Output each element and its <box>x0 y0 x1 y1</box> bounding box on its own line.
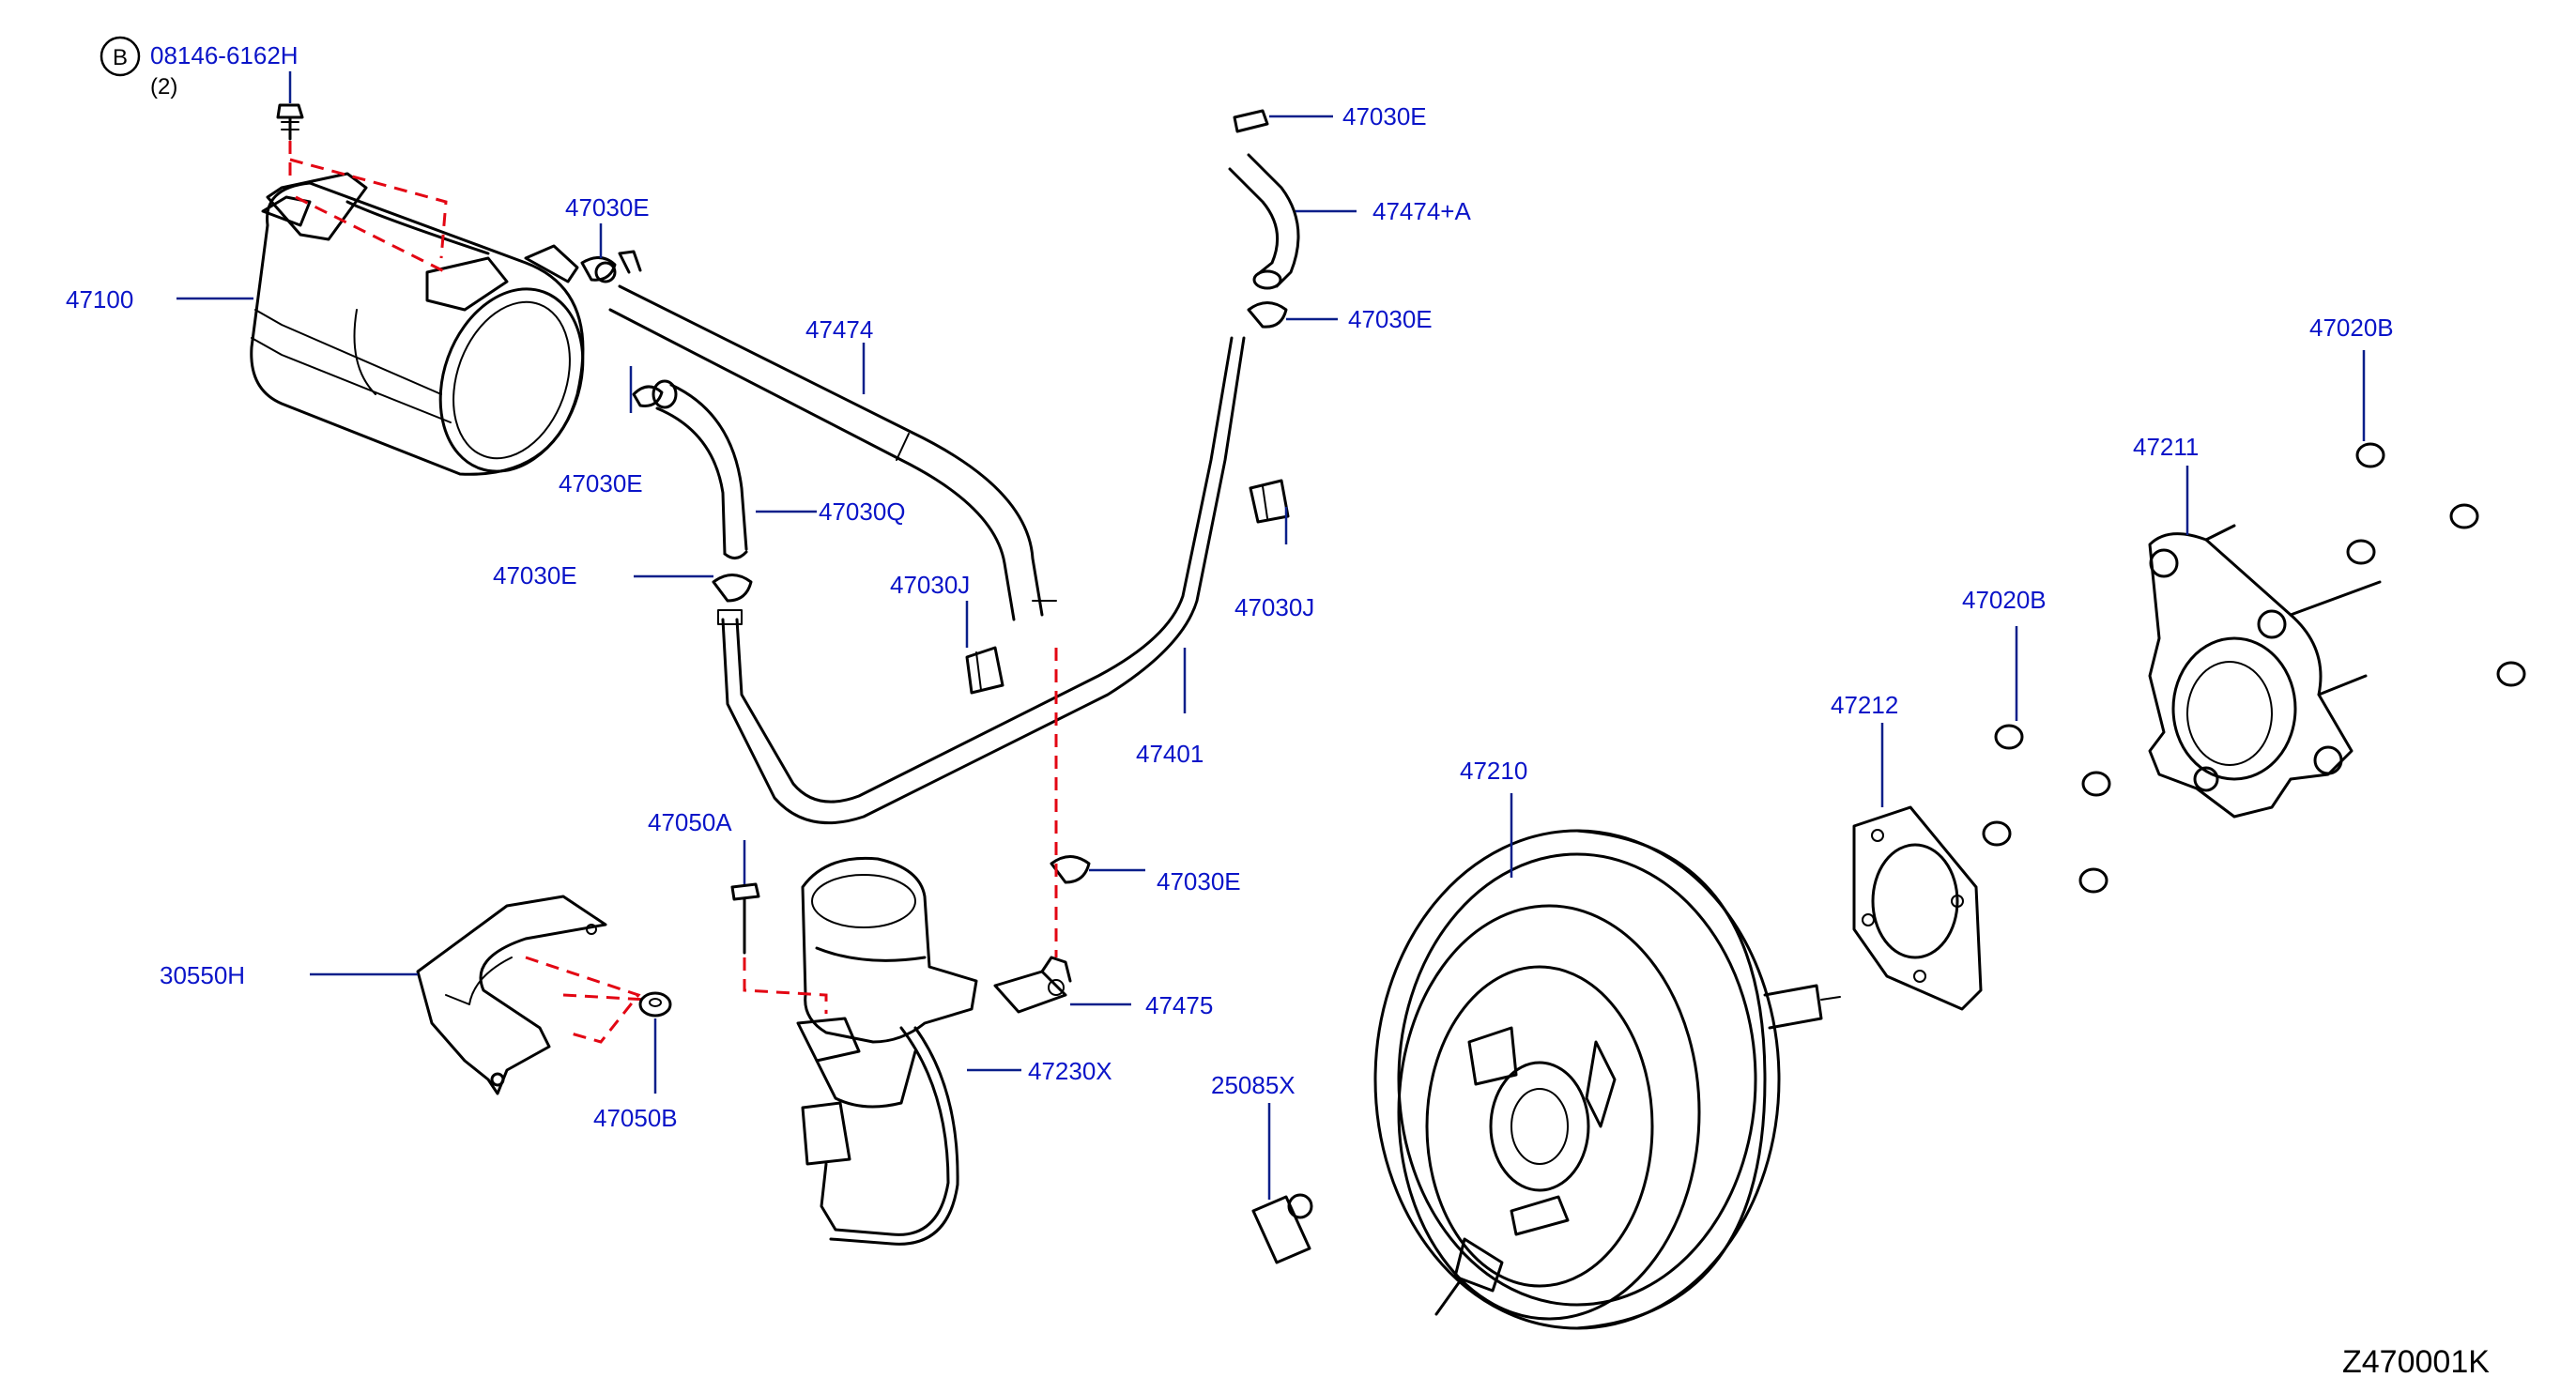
label-47230X: 47230X <box>1028 1057 1112 1085</box>
phantom-line-pump <box>743 957 828 1014</box>
label-47401: 47401 <box>1136 740 1204 768</box>
label-47020B-a: 47020B <box>2309 314 2394 342</box>
nut-47050B <box>638 991 672 1018</box>
label-47475: 47475 <box>1145 991 1213 1019</box>
brake-booster-47210 <box>1373 829 1841 1330</box>
sensor-25085X <box>1251 1193 1313 1264</box>
diagram-code: Z470001K <box>2342 1344 2490 1380</box>
label-08146-6162H: 08146-6162H <box>150 41 299 69</box>
bolt-callout: B 08146-6162H (2) <box>100 36 299 100</box>
label-47474A: 47474+A <box>1372 197 1471 225</box>
canister-47100 <box>250 172 617 476</box>
bracket-47211 <box>2148 524 2382 819</box>
fitting-47475 <box>993 956 1072 1014</box>
hose-47474A <box>1228 153 1300 290</box>
b-circle-icon <box>100 36 141 77</box>
gasket-47212 <box>1852 805 1983 1011</box>
bracket-30550H <box>416 895 607 1095</box>
label-47474: 47474 <box>805 315 873 344</box>
pump-47230X <box>796 856 978 1246</box>
hose-47401 <box>717 336 1246 825</box>
hose-47474 <box>608 284 1057 621</box>
label-47050B: 47050B <box>593 1104 678 1132</box>
label-47030E-d: 47030E <box>1342 102 1427 130</box>
label-47211: 47211 <box>2133 433 2199 461</box>
hose-47030Q <box>652 379 748 559</box>
label-47030E-e: 47030E <box>1348 305 1433 333</box>
label-47020B-b: 47020B <box>1962 586 2047 614</box>
label-47030J-a: 47030J <box>890 571 970 599</box>
bolt-47050A <box>730 882 760 955</box>
label-47030E-f: 47030E <box>1157 867 1241 896</box>
label-30550H: 30550H <box>160 961 245 989</box>
leader-lines <box>176 71 2366 1200</box>
label-25085X: 25085X <box>1211 1071 1296 1099</box>
label-47030E-a: 47030E <box>565 193 650 222</box>
clip-47030J-icons <box>965 479 1290 695</box>
label-47100: 47100 <box>66 285 133 314</box>
label-47030J-b: 47030J <box>1234 593 1314 621</box>
label-bolt-qty: (2) <box>150 74 177 100</box>
label-47030E-b: 47030E <box>559 469 643 498</box>
label-47210: 47210 <box>1460 757 1527 785</box>
label-47030Q: 47030Q <box>819 498 906 526</box>
nut-47020B-set <box>1982 442 2526 894</box>
label-47212: 47212 <box>1831 691 1898 719</box>
bolt-08146-6162H <box>276 103 304 141</box>
phantom-line-bracket <box>525 956 649 1044</box>
bolt-circle-letter: B <box>113 45 128 70</box>
label-47050A: 47050A <box>648 808 732 836</box>
label-47030E-c: 47030E <box>493 561 577 589</box>
clamp-47030E-icons <box>580 109 1288 884</box>
phantom-line-canister <box>288 141 448 274</box>
